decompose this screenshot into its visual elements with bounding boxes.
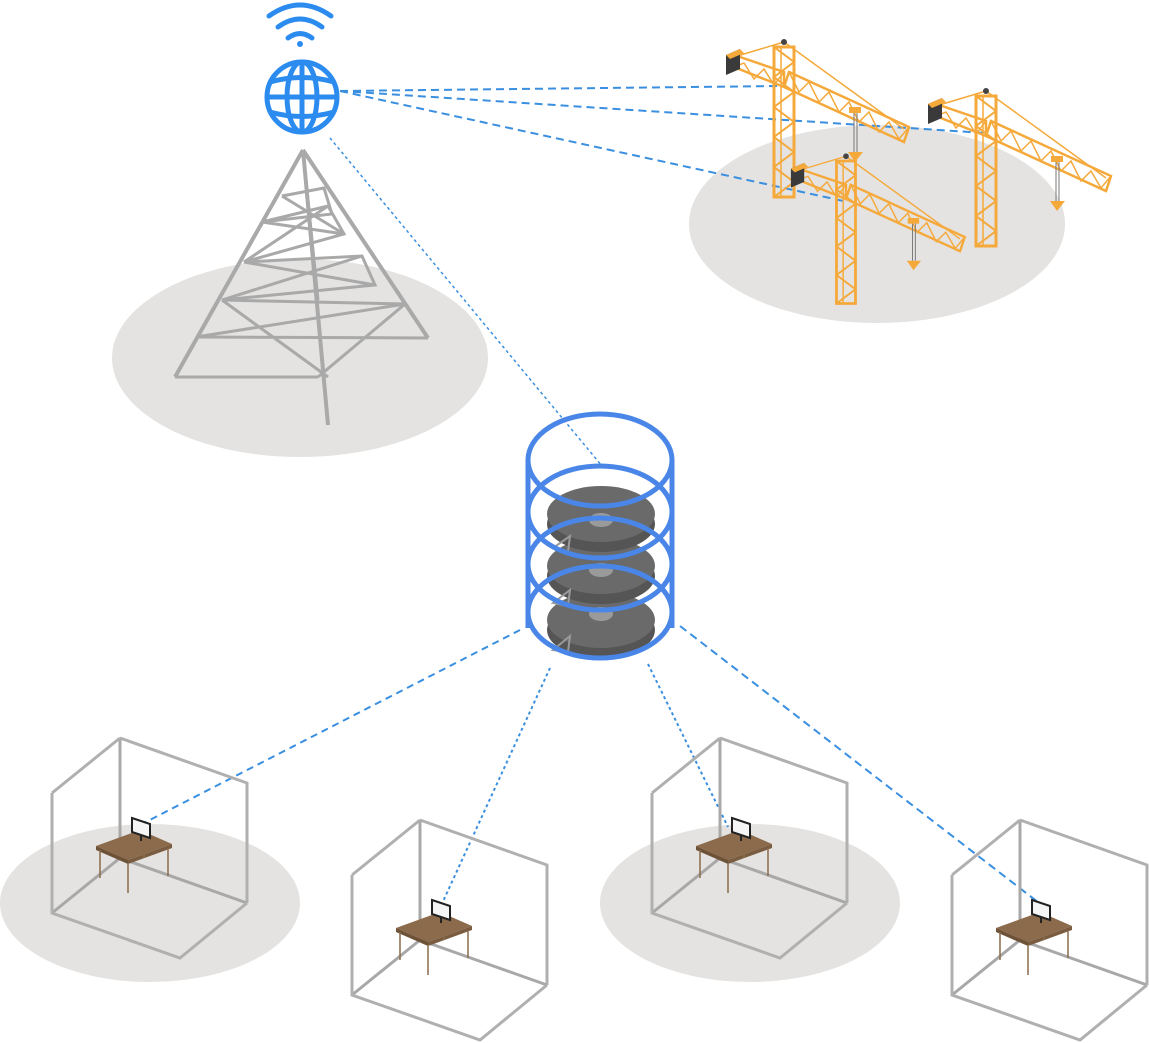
link-database-office-1 [139, 629, 521, 826]
wifi-icon [266, 2, 334, 47]
desk-computer-icon [950, 818, 1149, 1042]
link-database-office-3 [647, 663, 729, 828]
link-database-office-4 [679, 625, 1044, 907]
crane-site-ground [689, 125, 1065, 323]
database-icon [525, 411, 675, 661]
link-internet-crane-1 [339, 85, 781, 92]
office-1-ground [0, 824, 300, 982]
globe-icon [264, 59, 340, 135]
radio-tower-icon [173, 148, 430, 426]
desk-computer-icon [350, 818, 549, 1042]
link-internet-crane-3 [339, 90, 849, 203]
link-internet-database [329, 137, 603, 467]
link-internet-crane-2 [339, 90, 986, 134]
office-3-ground [600, 824, 900, 982]
links [139, 85, 1044, 909]
link-database-office-2 [439, 667, 551, 909]
